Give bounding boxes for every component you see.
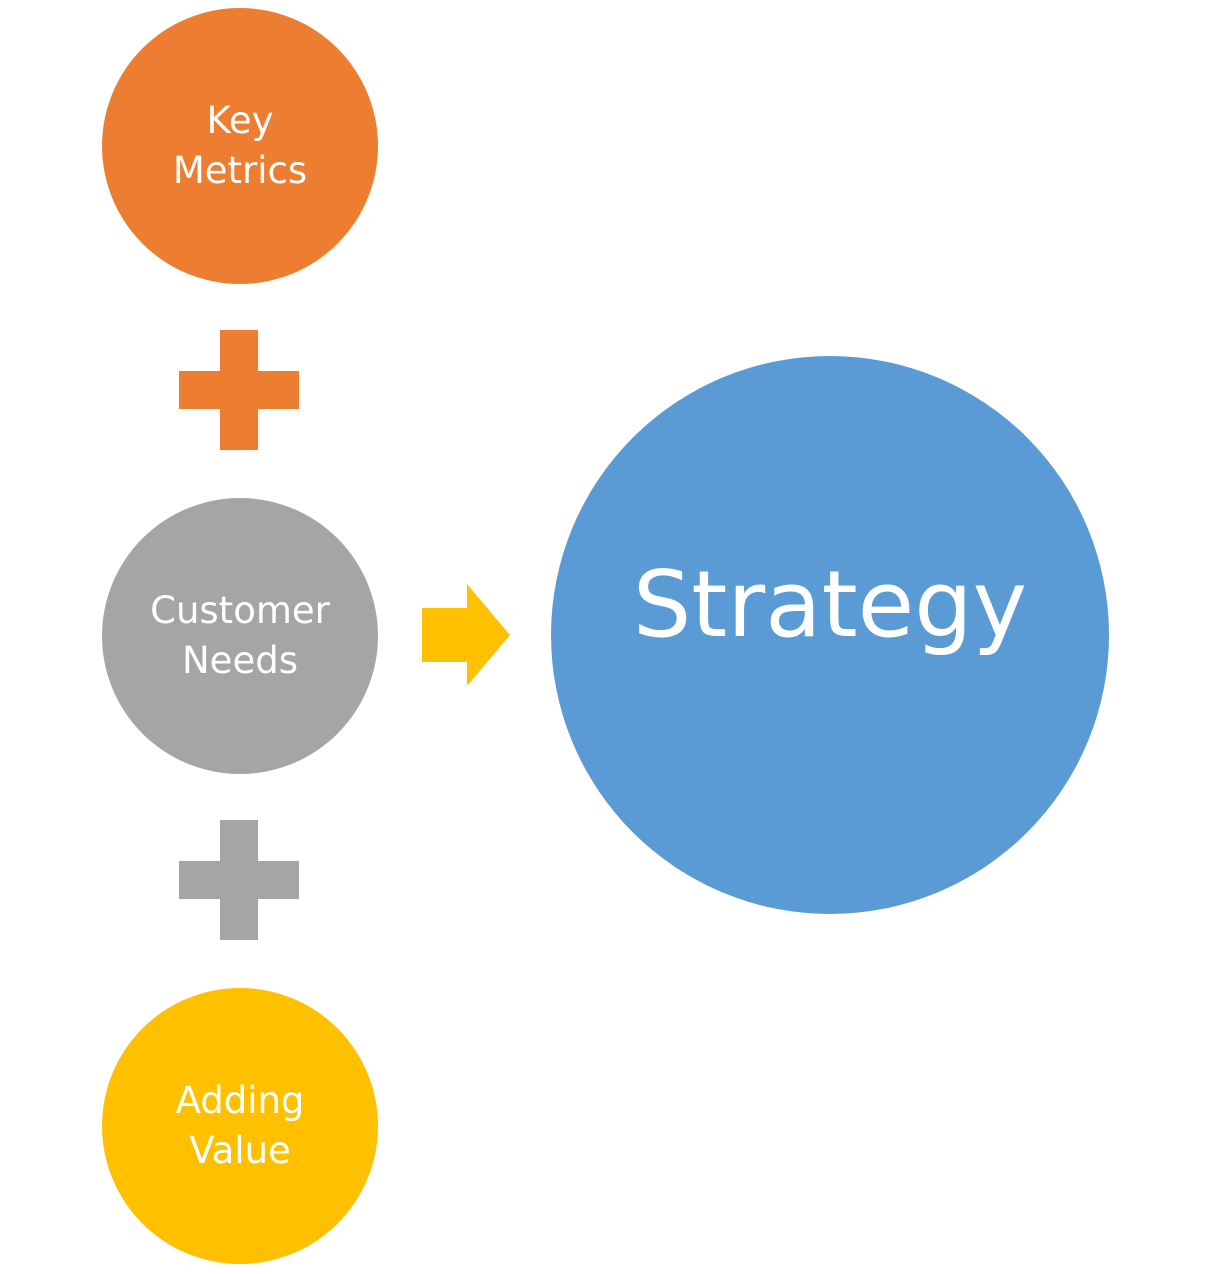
arrow-shape [422,584,510,686]
adding-value-line-2: Value [189,1129,291,1172]
key-metrics-circle: Key Metrics [102,8,378,284]
plus-horizontal-bar [179,371,299,409]
right-arrow-icon [422,584,510,686]
strategy-line-1: Strategy [632,551,1028,658]
strategy-label: Strategy [633,555,1027,655]
key-metrics-line-2: Metrics [172,149,308,192]
plus-horizontal-bar [179,861,299,899]
strategy-circle: Strategy [551,356,1109,914]
key-metrics-label: Key Metrics [173,96,307,196]
adding-value-circle: Adding Value [102,988,378,1264]
customer-needs-line-2: Needs [182,639,298,682]
plus-icon [179,330,299,450]
key-metrics-line-1: Key [206,99,274,142]
customer-needs-circle: Customer Needs [102,498,378,774]
plus-icon [179,820,299,940]
customer-needs-label: Customer Needs [150,586,330,686]
adding-value-label: Adding Value [176,1076,305,1176]
adding-value-line-1: Adding [175,1079,305,1122]
customer-needs-line-1: Customer [150,589,330,632]
